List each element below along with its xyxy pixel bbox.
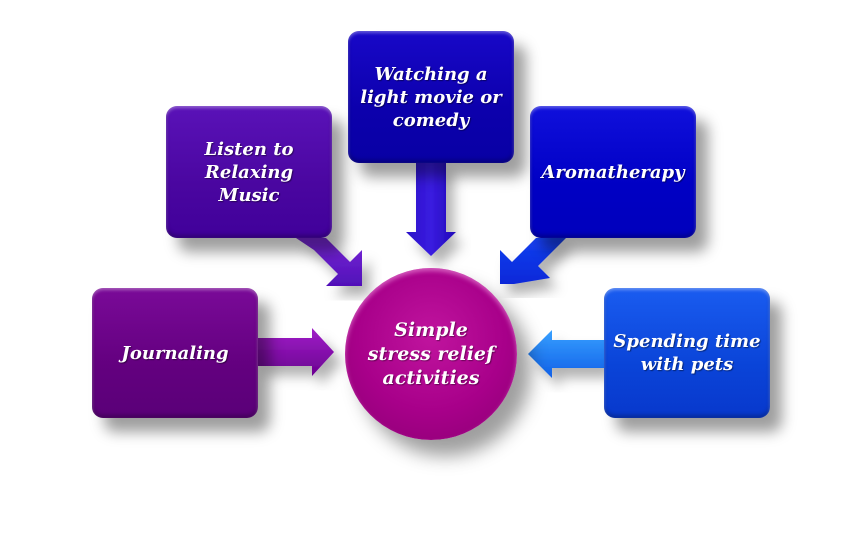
arrow-music — [296, 238, 362, 286]
node-spending-time-with-pets: Spending time with pets — [604, 288, 770, 418]
arrow-aroma — [500, 238, 566, 284]
node-text: Spending time — [613, 331, 761, 352]
node-text: Journaling — [121, 342, 229, 364]
arrow-movie — [406, 163, 456, 256]
node-text: Watching a — [374, 63, 488, 85]
node-text: Relaxing Music — [204, 161, 294, 206]
center-circle: Simple stress relief activities — [345, 268, 517, 440]
node-text: with pets — [640, 354, 734, 375]
node-aromatherapy: Aromatherapy — [530, 106, 696, 238]
center-text: stress relief — [367, 343, 495, 365]
arrow-pets — [528, 330, 604, 378]
node-listen-to-relaxing-music: Listen to Relaxing Music — [166, 106, 332, 238]
node-journaling: Journaling — [92, 288, 258, 418]
node-text: Listen to — [204, 138, 294, 160]
node-text: Aromatherapy — [541, 161, 685, 183]
center-text: Simple — [394, 319, 468, 341]
node-text: comedy — [392, 109, 470, 131]
node-watching-movie: Watching a light movie or comedy — [348, 31, 514, 163]
node-text: light movie or — [360, 86, 502, 108]
arrow-journaling — [258, 328, 334, 376]
center-text: activities — [382, 367, 480, 389]
